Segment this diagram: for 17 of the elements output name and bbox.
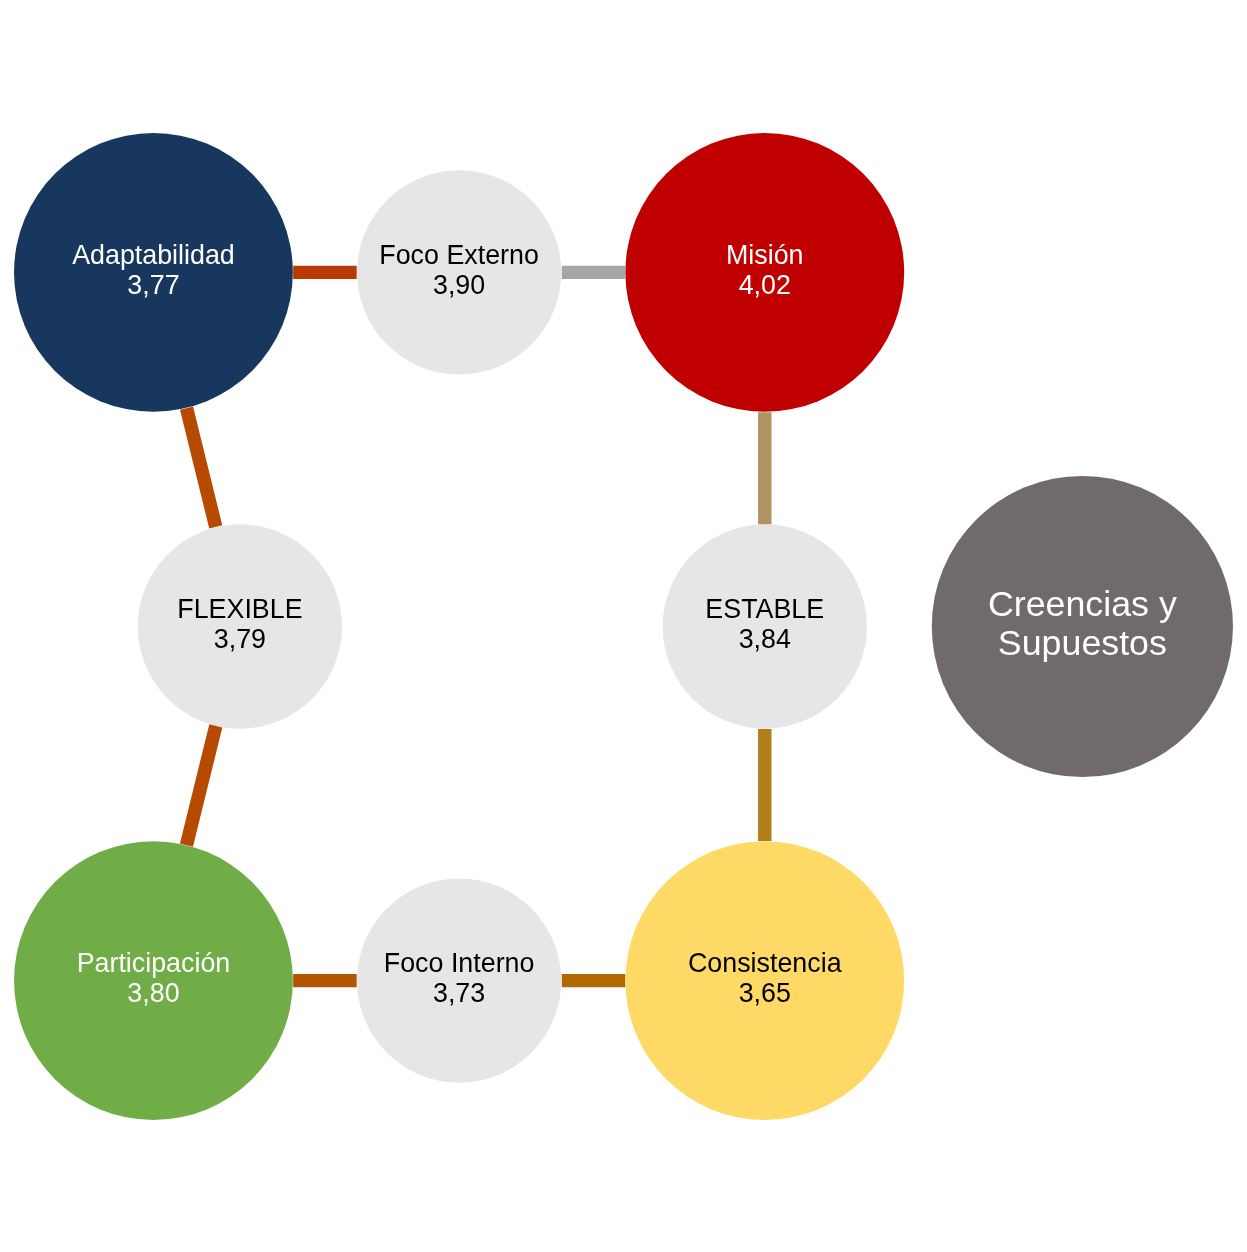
connector — [561, 973, 626, 987]
connector — [561, 265, 626, 279]
connector — [180, 406, 223, 528]
connector — [758, 411, 772, 524]
node-circle: Foco Interno 3,73 — [357, 878, 562, 1083]
connector — [758, 728, 772, 841]
connector — [179, 723, 223, 847]
node-circle: FLEXIBLE 3,79 — [137, 523, 343, 729]
node-circle: Foco Externo 3,90 — [357, 169, 562, 374]
connector — [293, 265, 357, 279]
node-circle: ESTABLE 3,84 — [662, 523, 867, 729]
node-circle: Adaptabilidad 3,77 — [14, 132, 293, 412]
node-circle: Consistencia 3,65 — [625, 840, 905, 1120]
node-circle: Participación 3,80 — [14, 840, 293, 1120]
connector — [293, 973, 357, 987]
node-circle: Creencias y Supuestos — [931, 475, 1233, 777]
node-circle: Misión 4,02 — [625, 132, 905, 412]
